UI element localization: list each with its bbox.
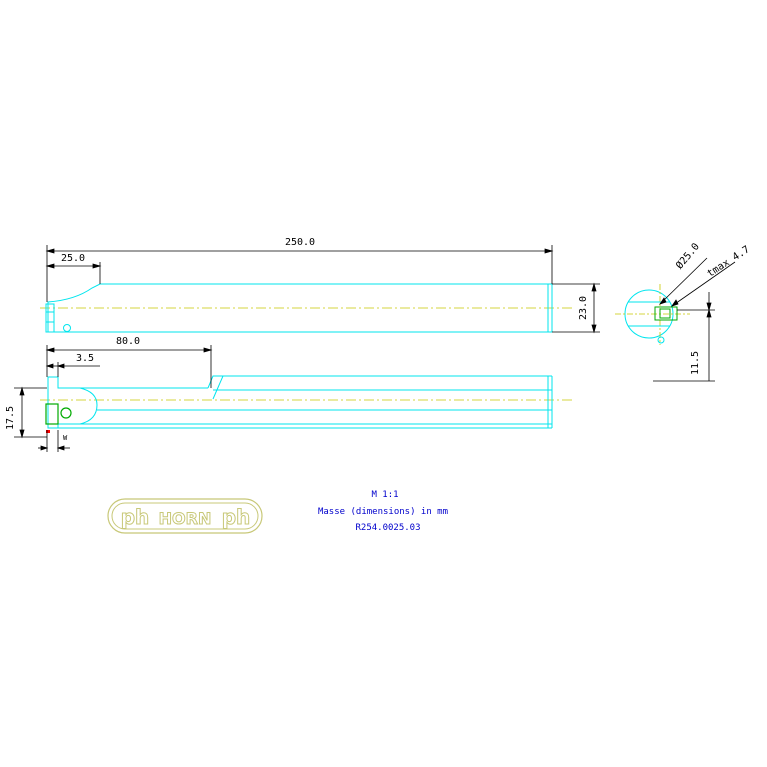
head-outline [47, 376, 98, 429]
dim-min-bore-depth: 80.0 [116, 336, 140, 347]
insert-tip-marker [46, 430, 50, 433]
dimensions-top [45, 245, 600, 334]
dimensions-end [653, 257, 736, 382]
dim-front-length: 25.0 [61, 253, 85, 264]
shank-step-inner [212, 375, 224, 400]
dim-center-height: 11.5 [690, 351, 701, 375]
insert-seat-top [45, 303, 55, 333]
tool-top-view [40, 375, 575, 433]
end-insert-inner [659, 308, 671, 319]
dim-height-17: 17.5 [5, 406, 16, 430]
caption-part-number: R254.0025.03 [355, 523, 420, 533]
shank-step [207, 375, 552, 389]
logo-frame-inner [111, 502, 259, 530]
tool-end-view [615, 284, 690, 345]
horn-logo: ph HORN ph [107, 498, 263, 534]
dim-offset: 3.5 [76, 353, 94, 364]
logo-left-mark: ph [121, 505, 150, 529]
dim-width: W [63, 434, 68, 442]
logo-brand: HORN [159, 509, 212, 528]
logo-frame [107, 498, 263, 534]
tool-side-view [40, 283, 575, 333]
dim-tmax: tmax 4.7 [705, 244, 751, 279]
logo-right-mark: ph [222, 505, 251, 529]
end-insert [654, 306, 678, 321]
screw-hole-top [63, 324, 71, 332]
shank-outline-top [47, 283, 553, 333]
dimensions-bottom [14, 345, 213, 452]
caption-scale: M 1:1 [371, 490, 398, 500]
insert [45, 403, 59, 425]
end-hole [657, 336, 665, 344]
dim-shank-height: 23.0 [578, 296, 589, 320]
insert-screw [60, 407, 72, 419]
dim-overall-length: 250.0 [285, 237, 315, 248]
caption-units: Masse (dimensions) in mm [318, 507, 448, 517]
